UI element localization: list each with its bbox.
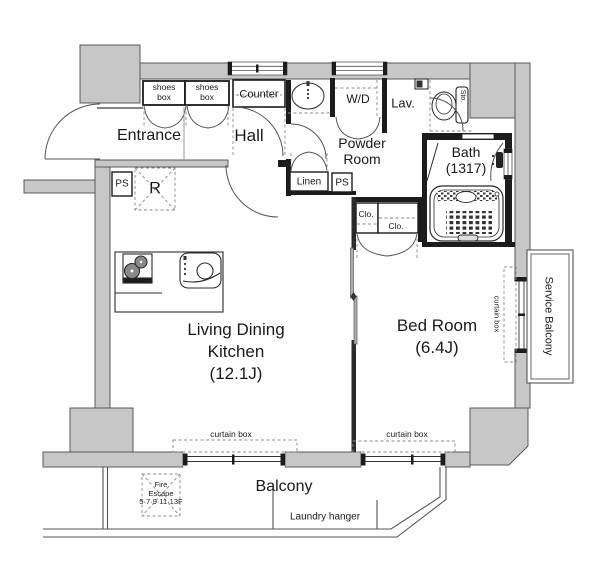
label-ldk: Living Dining Kitchen (12.1J) — [187, 319, 285, 384]
label-entrance: Entrance — [116, 126, 182, 144]
label-closet-1: Clo. — [358, 209, 374, 220]
label-linen: Linen — [296, 176, 322, 188]
thin-lines — [97, 107, 185, 161]
label-balcony: Balcony — [255, 477, 313, 495]
bathtub — [426, 133, 504, 242]
label-service-balcony: Service Balcony — [542, 276, 555, 356]
kitchen-counter — [114, 251, 224, 313]
label-laundry-hanger: Laundry hanger — [289, 511, 361, 523]
label-bath: Bath (1317) — [445, 143, 487, 176]
label-wd: W/D — [346, 92, 370, 107]
sliding-door — [350, 247, 358, 345]
label-refrigerator: R — [149, 179, 161, 197]
doors — [44, 97, 464, 257]
label-powder-room: Powder Room — [338, 134, 386, 167]
label-storage: Sto. — [459, 89, 467, 103]
label-bedroom: Bed Room (6.4J) — [396, 315, 478, 357]
label-lav: Lav. — [391, 95, 415, 111]
label-hall: Hall — [234, 126, 264, 146]
label-closet-2: Clo. — [388, 221, 404, 232]
label-shoes-box-2: shoes box — [195, 82, 219, 102]
label-curtain-box-side: curtain box — [492, 295, 502, 333]
dashed-elements — [134, 80, 517, 517]
balcony-outline — [43, 467, 447, 538]
toilet — [431, 91, 457, 121]
label-fire-escape: Fire Escape 5·7·9·11·13F — [139, 480, 183, 507]
label-counter: Counter — [239, 88, 279, 101]
label-shoes-box-1: shoes box — [152, 82, 176, 102]
label-ps-right: PS — [335, 177, 349, 189]
wash-basin — [291, 81, 325, 110]
service-balcony-outline — [526, 249, 574, 384]
label-curtain-box-right: curtain box — [386, 429, 428, 440]
label-curtain-box-left: curtain box — [210, 429, 252, 440]
windows — [183, 61, 530, 467]
label-ps-left: PS — [115, 178, 129, 190]
